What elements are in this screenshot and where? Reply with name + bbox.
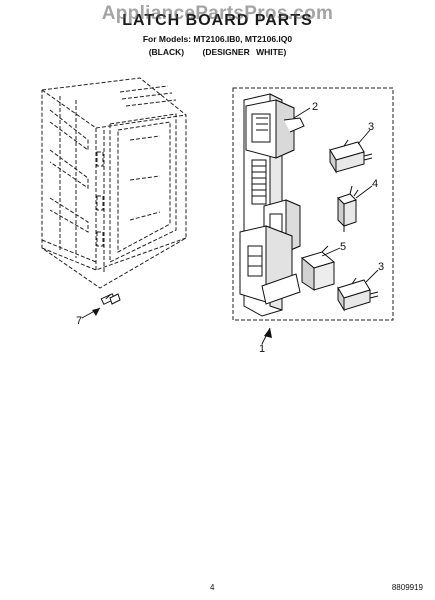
screw-part-7 <box>100 293 121 305</box>
watermark: AppliancePartsPros.com <box>101 3 334 24</box>
latch-assembly-boundary <box>232 87 394 321</box>
callout-3-upper: 3 <box>368 121 374 133</box>
callout-1: 1 <box>259 343 265 355</box>
latch-board-part-2 <box>239 93 305 317</box>
model-list: For Models: MT2106.IB0, MT2106.IQ0 <box>142 34 293 44</box>
switch-part-3-lower <box>337 277 379 312</box>
page-title: LATCH BOARD PARTS <box>122 12 313 29</box>
page-number: 4 <box>210 583 215 592</box>
header: LATCH BOARD PARTS AppliancePartsPros.com… <box>0 0 435 80</box>
actuator-part-5 <box>300 245 336 291</box>
callout-5: 5 <box>340 241 346 253</box>
part-code: 8809919 <box>391 583 423 592</box>
finish-black: (BLACK) <box>148 47 185 57</box>
callout-7: 7 <box>76 315 82 327</box>
leader-arrowheads <box>92 308 272 338</box>
callout-4: 4 <box>372 178 378 190</box>
finish-designer-white: (DESIGNER WHITE) <box>202 47 287 57</box>
switch-part-3-upper <box>329 139 373 174</box>
switch-part-4 <box>337 185 359 232</box>
callout-3-lower: 3 <box>378 261 384 273</box>
finish-list: (BLACK) (DESIGNER WHITE) <box>0 47 435 57</box>
microwave-cavity-outline <box>41 77 187 289</box>
leader-lines <box>81 107 379 345</box>
callout-2: 2 <box>312 101 318 113</box>
